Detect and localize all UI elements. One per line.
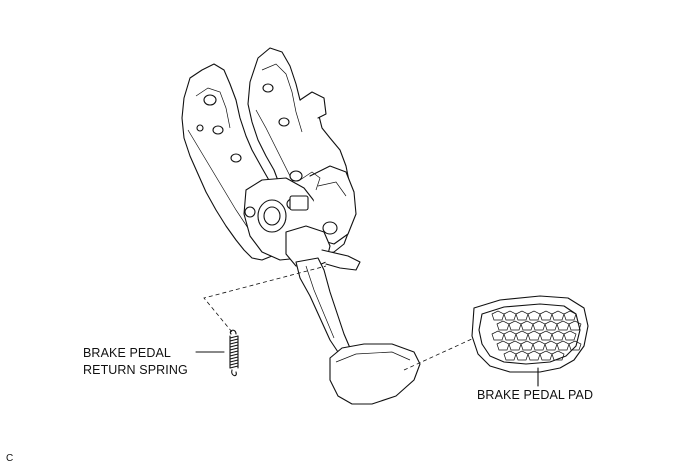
pad-tread-cell — [568, 340, 582, 351]
pad-tread-cell — [520, 320, 534, 331]
pad-tread-cell — [503, 330, 517, 341]
brake-pedal-lever — [295, 257, 421, 405]
pad-tread-cell — [496, 320, 510, 331]
pad-tread-cell — [539, 350, 553, 361]
pad-tread-cell — [551, 310, 565, 321]
figure-code: C — [6, 453, 14, 464]
brake-pedal-pad — [471, 295, 589, 387]
pad-tread-cell — [556, 340, 570, 351]
pad-tread-cell — [491, 310, 505, 321]
pad-tread-cell — [532, 320, 546, 331]
pad-tread-cell — [539, 330, 553, 341]
pad-tread-cell — [527, 350, 541, 361]
pad-tread-cell — [551, 330, 565, 341]
pad-tread-cell — [515, 310, 529, 321]
pad-tread-cell — [496, 340, 510, 351]
pad-tread-cell — [563, 330, 577, 341]
pad-tread-cell — [563, 310, 577, 321]
return-spring-label-line2: RETURN SPRING — [83, 363, 188, 377]
pad-tread-cell — [508, 320, 522, 331]
pad-tread-cell — [544, 340, 558, 351]
pad-tread-cell — [551, 350, 565, 361]
brake-pedal-bracket-assembly — [181, 47, 361, 271]
pad-tread-cell — [532, 340, 546, 351]
pad-tread-cell — [539, 310, 553, 321]
pad-tread-cell — [544, 320, 558, 331]
pad-tread-cell — [568, 320, 582, 331]
pad-tread-cell — [503, 350, 517, 361]
pad-tread-cell — [491, 330, 505, 341]
spring-guide-line — [203, 265, 327, 333]
pad-tread-cell — [527, 310, 541, 321]
pad-tread-cell — [520, 340, 534, 351]
pad-tread-cell — [503, 310, 517, 321]
pad-tread-cell — [508, 340, 522, 351]
pad-tread-cell — [556, 320, 570, 331]
pedal-pad-label: BRAKE PEDAL PAD — [477, 388, 594, 402]
pad-tread-cell — [515, 330, 529, 341]
brake-pedal-return-spring — [195, 329, 239, 377]
return-spring-label-line1: BRAKE PEDAL — [83, 346, 171, 360]
pad-guide-line — [403, 337, 475, 371]
pad-tread-cell — [527, 330, 541, 341]
pad-tread-cell — [515, 350, 529, 361]
